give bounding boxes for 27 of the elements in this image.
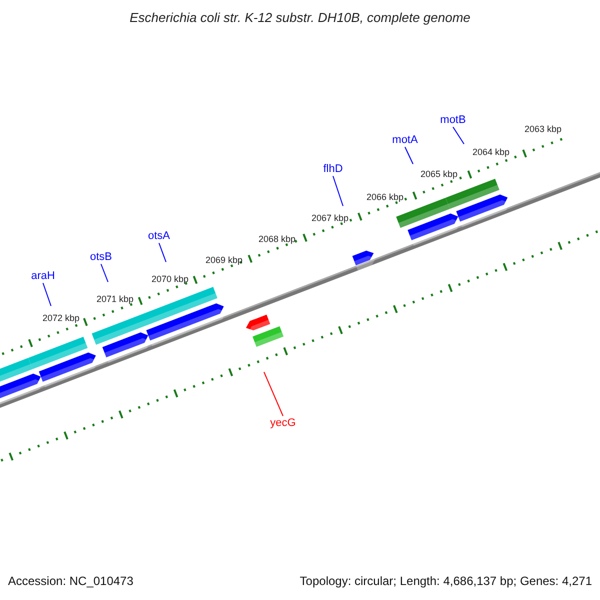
leader-line [404, 146, 414, 164]
gene-label: otsB [90, 250, 112, 264]
gene-label: yecG [270, 416, 296, 430]
gene-label: motB [440, 113, 466, 127]
position-label: 2068 kbp [258, 234, 296, 244]
position-label: 2069 kbp [205, 255, 243, 265]
title: Escherichia coli str. K-12 substr. DH10B, complete genome [128, 10, 472, 25]
leader-line [42, 282, 52, 306]
footer-text: Accession: NC_010473 [8, 574, 134, 588]
leader-line [158, 242, 166, 262]
position-label: 2070 kbp [151, 274, 189, 284]
leader-line [452, 126, 464, 144]
position-label: 2072 kbp [42, 313, 80, 323]
gene-label: araH [31, 269, 55, 283]
gene-label: otsA [148, 229, 170, 243]
position-label: 2063 kbp [524, 124, 562, 134]
position-label: 2066 kbp [366, 192, 404, 202]
position-label: 2065 kbp [420, 169, 458, 179]
position-label: 2064 kbp [472, 147, 510, 157]
gene-label: flhD [323, 162, 343, 176]
footer-text: Topology: circular; Length: 4,686,137 bp; Genes: 4,271 [300, 574, 592, 588]
leader-line [264, 372, 284, 416]
leader-line [100, 264, 108, 282]
gene-label: motA [392, 133, 418, 147]
leader-line [332, 176, 344, 206]
position-label: 2071 kbp [96, 294, 134, 304]
position-label: 2067 kbp [311, 213, 349, 223]
